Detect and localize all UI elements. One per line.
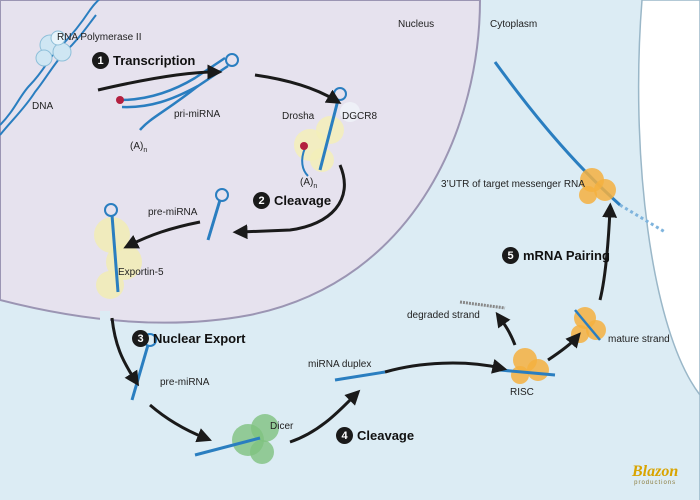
poly-a-text-1: (A) [130,141,144,152]
step-5-number: 5 [502,247,519,264]
step-2-number: 2 [253,192,270,209]
cytoplasm-label: Cytoplasm [490,19,538,30]
poly-a-sub-2: n [313,183,318,190]
step-3-label: Nuclear Export [153,331,246,346]
poly-a-sub-1: n [143,147,148,154]
step-1-number: 1 [92,52,109,69]
step-3-nuclear-export: 3 Nuclear Export [132,330,245,347]
logo-brand: Blazon [632,463,679,480]
pre-mirna-nucleus [206,188,229,241]
blazon-logo: Blazon productions [632,463,679,487]
nucleus-label: Nucleus [398,19,435,30]
rna-polymerase-complex [35,30,72,67]
dicer-complex [194,414,279,464]
step-5-mrna-pairing: 5 mRNA Pairing [502,247,610,264]
poly-a-label-2: (A)n [300,177,318,191]
dna-label: DNA [32,101,54,112]
target-utr-label: 3’UTR of target messenger RNA [441,179,585,190]
poly-a-label-1: (A)n [130,141,148,155]
mature-strand-label: mature strand [608,334,670,345]
dgcr8-label: DGCR8 [342,111,378,122]
cap-marker [116,96,124,104]
nuclear-pore [100,311,110,321]
risc-label: RISC [510,387,534,398]
pre-mirna-cytoplasm-label: pre-miRNA [160,377,210,388]
logo-sub: productions [634,480,677,486]
pri-mirna-label: pri-miRNA [174,109,221,120]
poly-a-text-2: (A) [300,177,314,188]
drosha-complex [294,87,360,177]
step-5-label: mRNA Pairing [523,248,610,263]
cell-membrane-outside [637,0,700,500]
process-arrows [97,64,618,444]
drosha-label: Drosha [282,111,315,122]
dicer-label: Dicer [270,421,294,432]
step-1-transcription: 1 Transcription [92,52,195,69]
step-3-number: 3 [132,330,149,347]
cap-marker-2 [300,142,308,150]
step-2-cleavage: 2 Cleavage [253,192,331,209]
step-1-label: Transcription [113,53,196,68]
risc-complex [499,348,556,384]
step-2-label: Cleavage [274,193,332,208]
exportin-5-label: Exportin-5 [118,267,164,278]
pri-mirna-strand [119,53,239,131]
step-4-number: 4 [336,427,353,444]
mirna-duplex-label: miRNA duplex [308,359,372,370]
pre-mirna-nucleus-label: pre-miRNA [148,207,198,218]
step-4-cleavage: 4 Cleavage [336,427,414,444]
mirna-duplex-strand [334,370,386,382]
exportin-5-complex [94,203,142,299]
target-mrna [493,61,666,234]
rna-polymerase-label: RNA Polymerase II [57,32,142,43]
degraded-strand-shape [459,300,506,310]
degraded-strand-label: degraded strand [407,310,480,321]
step-4-label: Cleavage [357,428,415,443]
